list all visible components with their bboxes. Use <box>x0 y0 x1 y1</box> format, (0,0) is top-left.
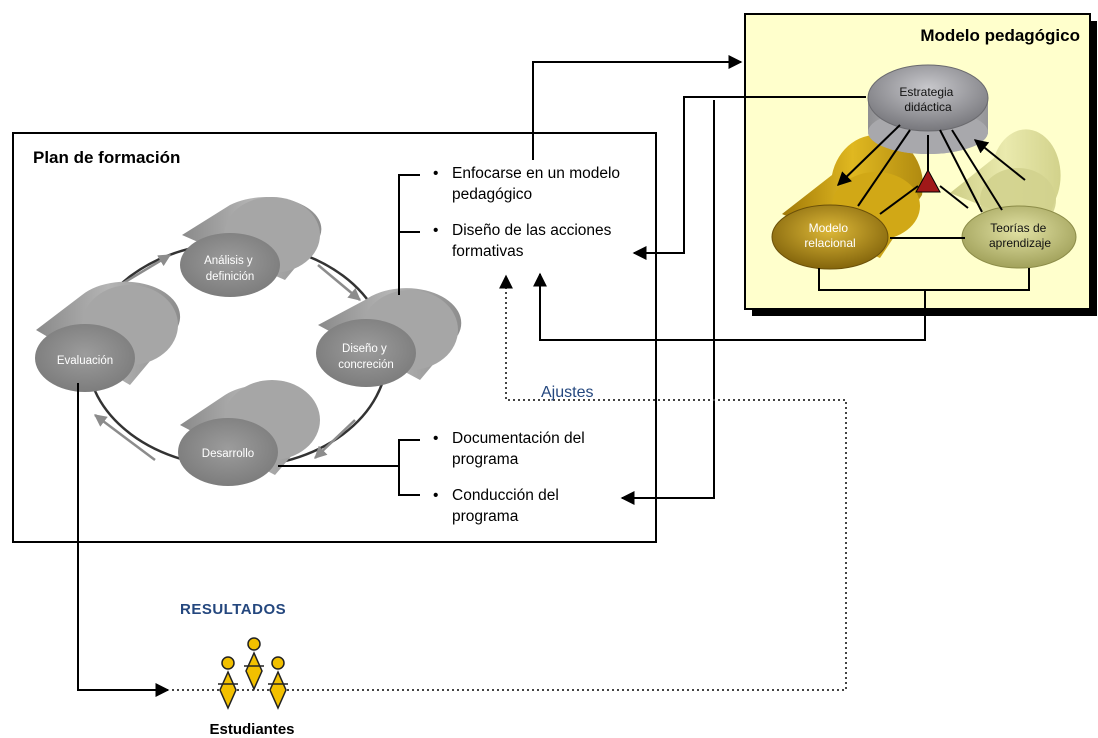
analisis-cylinder: Análisis y definición <box>180 197 322 297</box>
diseno-cylinder: Diseño y concreción <box>316 288 462 387</box>
ajustes-feedback: Ajustes <box>172 274 847 691</box>
arrow-estrategia-to-conduccion <box>620 100 715 505</box>
arrow-estrategia-to-diseno <box>632 96 866 260</box>
modelo-relacional-cylinder: Modelo relacional <box>771 134 923 270</box>
modelo-pedagogico-panel: Modelo pedagógico Teorías de aprendizaje… <box>744 13 1097 316</box>
svg-text:•: • <box>433 222 438 239</box>
svg-text:Documentación del prog: Documentación del programa <box>452 430 589 468</box>
desarrollo-label: Desarrollo <box>202 448 254 460</box>
plan-formacion-panel: Plan de formación Análisis y definición <box>12 132 657 543</box>
analisis-label: Análisis y definición <box>204 255 256 283</box>
bracket-lines <box>278 174 420 496</box>
diseno-label: Diseño y concreción <box>338 343 394 371</box>
bullet-diseno-acciones: • Diseño de las acciones formativas <box>433 222 616 260</box>
resultados-label: RESULTADOS <box>180 601 286 618</box>
plan-formacion-title: Plan de formación <box>33 148 180 167</box>
svg-text:Diseño de las acciones: Diseño de las acciones formativas <box>452 222 616 260</box>
estudiantes-label: Estudiantes <box>209 721 294 738</box>
evaluacion-label: Evaluación <box>57 355 113 367</box>
bullet-documentacion: • Documentación del programa <box>433 430 589 468</box>
ajustes-label: Ajustes <box>541 384 593 401</box>
inter-panel-arrows <box>532 55 926 505</box>
evaluacion-cylinder: Evaluación <box>35 281 181 392</box>
svg-text:•: • <box>433 487 438 504</box>
bullet-conduccion: • Conducción del programa <box>433 487 563 525</box>
arrow-evaluacion-to-estudiantes <box>77 383 170 697</box>
estrategia-label: Estrategia didáctica <box>899 85 956 114</box>
modelo-relacional-label: Modelo relacional <box>804 221 855 250</box>
svg-text:•: • <box>433 165 438 182</box>
teorias-cylinder: Teorías de aprendizaje <box>950 129 1077 269</box>
desarrollo-cylinder: Desarrollo <box>178 380 320 486</box>
modelo-pedagogico-title: Modelo pedagógico <box>920 26 1080 45</box>
svg-text:Conducción del program: Conducción del programa <box>452 487 563 525</box>
svg-text:Enfocarse en un modelo: Enfocarse en un modelo pedagógico <box>452 165 624 203</box>
svg-text:•: • <box>433 430 438 447</box>
bullet-enfocarse: • Enfocarse en un modelo pedagógico <box>433 165 624 203</box>
center-triangle <box>915 168 941 193</box>
teorias-label: Teorías de aprendizaje <box>989 221 1051 250</box>
arrow-enfocarse-to-modelo <box>532 55 743 160</box>
cycle-arrows <box>94 253 361 461</box>
estudiantes-icon <box>218 637 288 710</box>
arrow-modelo-to-diseno <box>533 272 926 341</box>
ajustes-dotted-line <box>172 274 847 691</box>
